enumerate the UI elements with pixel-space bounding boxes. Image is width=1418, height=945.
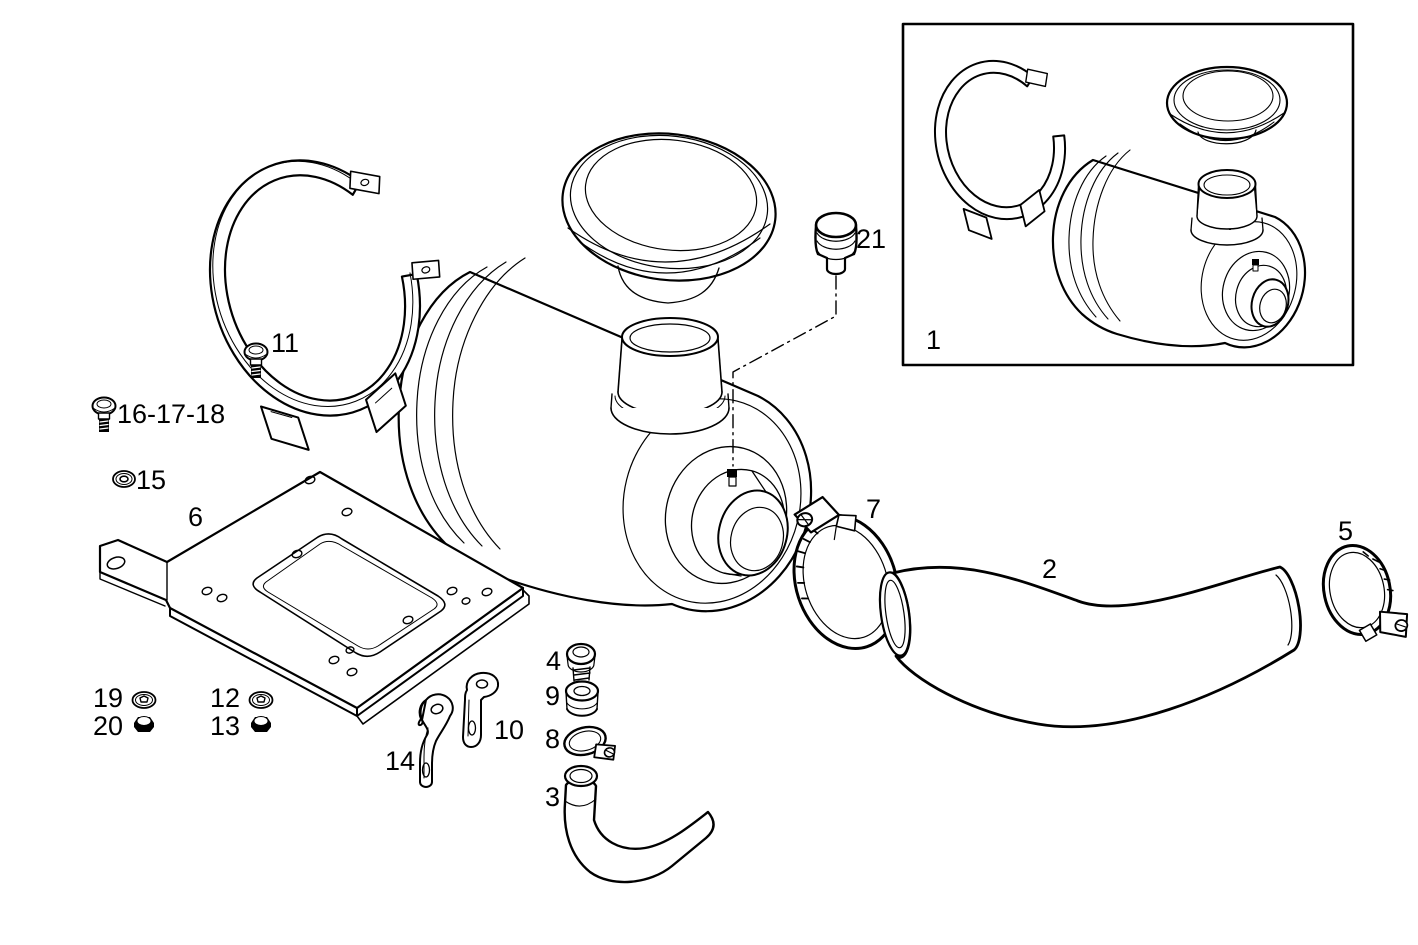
drain-hose-clamp: [563, 725, 616, 761]
air-filter-body: [397, 257, 813, 613]
clamp-small: [1321, 543, 1409, 643]
drain-hose: [563, 764, 715, 884]
washer-mid: [248, 691, 274, 709]
bracket-straight: [462, 671, 500, 748]
intake-hose: [878, 565, 1302, 729]
support-plate: [98, 470, 530, 725]
outlet-port: [664, 445, 789, 585]
valve-leader-line: [732, 275, 837, 467]
inset-band: [933, 59, 1067, 240]
callout-8: 8: [545, 724, 560, 754]
mounting-band: [208, 159, 441, 451]
callout-1: 1: [926, 325, 941, 355]
bolt-set-16-17-18: [91, 396, 117, 432]
band-bolt: [243, 342, 269, 378]
callout-5: 5: [1338, 516, 1353, 546]
callout-13: 13: [210, 711, 240, 741]
inset-cover: [1165, 65, 1289, 145]
callout-9: 9: [545, 681, 560, 711]
callout-2: 2: [1042, 554, 1057, 584]
nut-mid: [251, 716, 271, 732]
callout-7: 7: [866, 494, 881, 524]
valve-mount-stub: [727, 469, 737, 487]
callout-12: 12: [210, 683, 240, 713]
inlet-port: [610, 317, 730, 435]
plate-holes: [201, 475, 493, 677]
callout-6: 6: [188, 502, 203, 532]
callout-16-17-18: 16-17-18: [117, 399, 225, 429]
callout-15: 15: [136, 465, 166, 495]
dust-valve: [814, 211, 858, 276]
washer-upper: [112, 470, 136, 488]
inset-frame: [901, 22, 1355, 367]
callout-21: 21: [856, 224, 886, 254]
screw: [565, 642, 597, 685]
callout-3: 3: [545, 782, 560, 812]
bushing: [564, 680, 600, 717]
filter-cover: [561, 132, 777, 304]
callout-11: 11: [271, 328, 299, 358]
nut-left: [134, 716, 154, 732]
callout-labels: 1 2 3 4 5 6 7 8 9 10 11 12 13 14 15 16-1…: [93, 224, 1353, 812]
callout-20: 20: [93, 711, 123, 741]
clamp-large: [792, 495, 900, 650]
callout-10: 10: [494, 715, 524, 745]
callout-19: 19: [93, 683, 123, 713]
callout-4: 4: [546, 646, 561, 676]
inset-assembled-view: [901, 22, 1355, 367]
washer-left: [131, 691, 157, 709]
callout-14: 14: [385, 746, 415, 776]
inset-body: [1051, 149, 1307, 349]
bracket-curved: [417, 693, 454, 788]
